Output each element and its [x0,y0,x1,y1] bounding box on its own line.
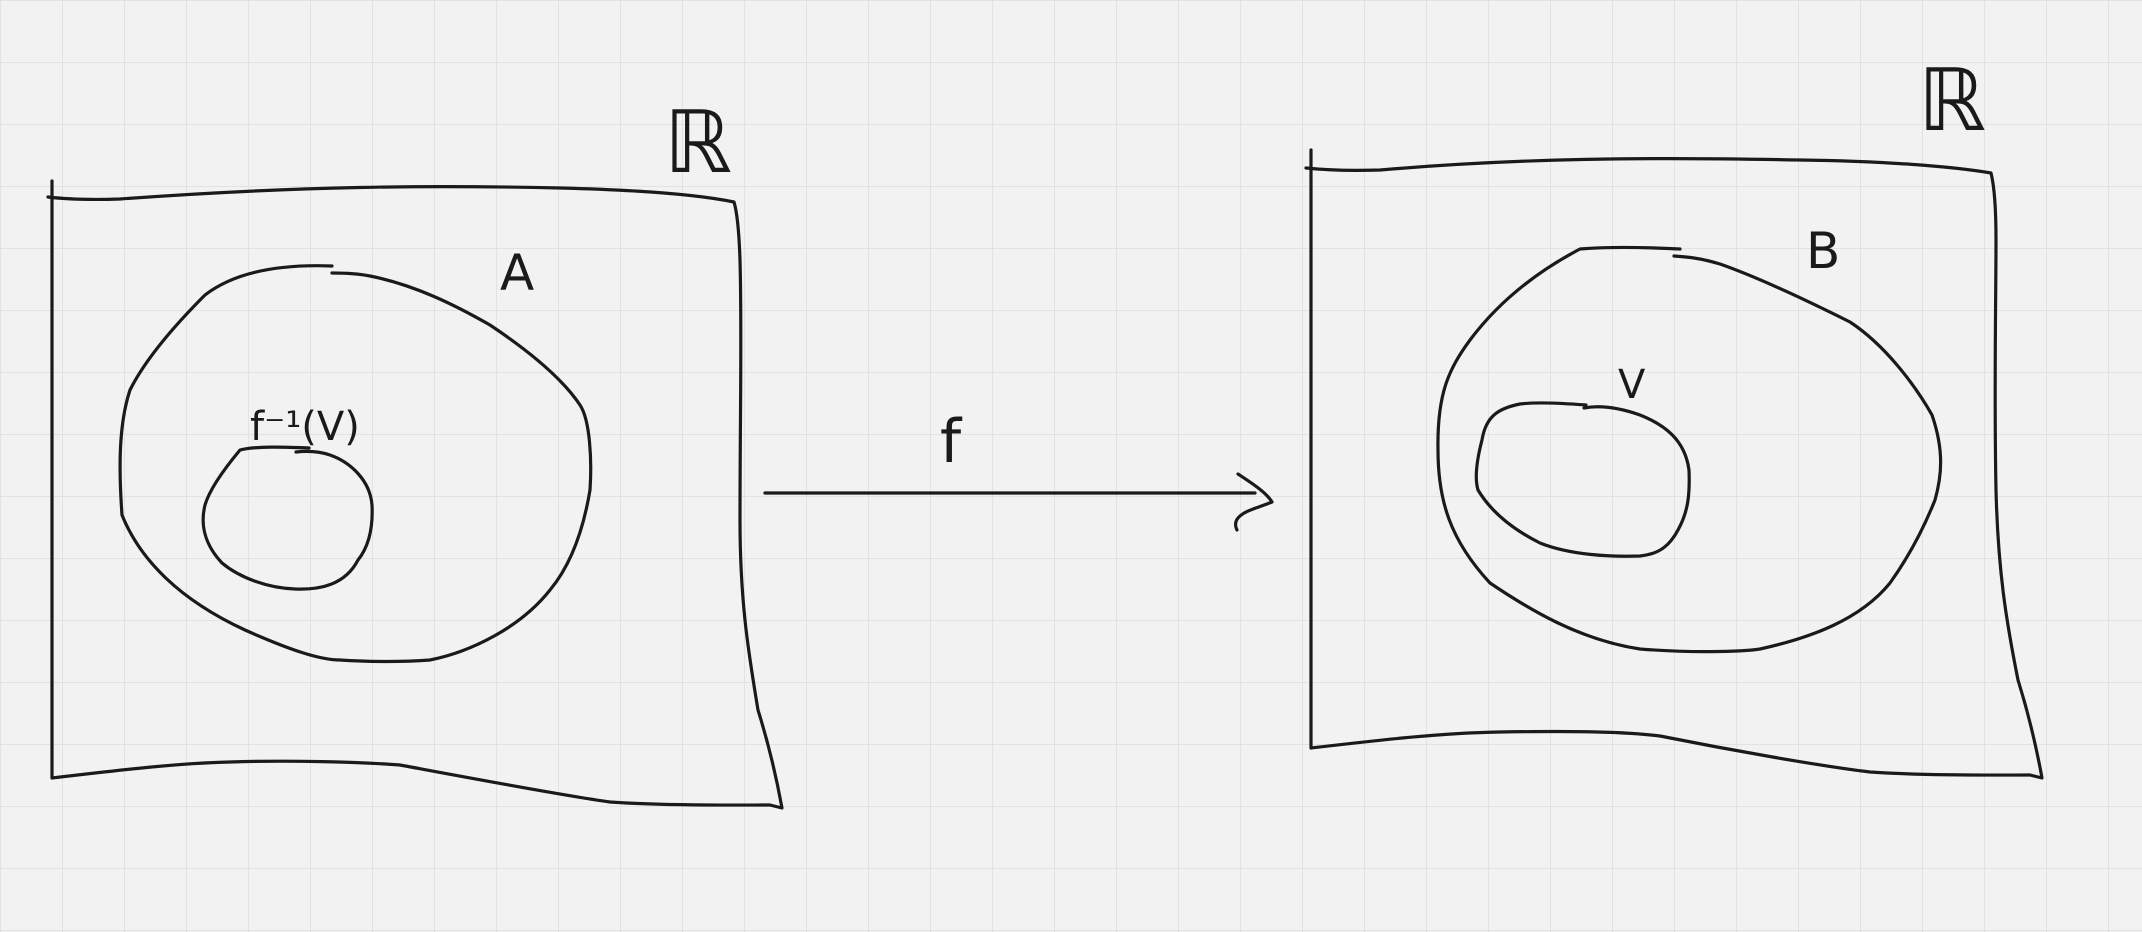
subset-v-boundary [1474,401,1691,558]
preimage-label: f⁻¹(V) [250,404,360,450]
function-arrow: f [763,407,1274,532]
codomain-space: ℝ [1304,51,2044,780]
subset-v-label: V [1618,362,1646,408]
arrow-head [1234,472,1274,532]
codomain-set-b: B [1436,222,1943,654]
subset-v: V [1474,362,1691,558]
set-a-label: A [500,244,534,302]
arrow-shaft [763,491,1257,496]
domain-set-a: A [118,244,593,664]
function-label: f [940,407,963,477]
preimage-set: f⁻¹(V) [201,404,374,591]
domain-space: ℝ [46,93,784,810]
set-b-boundary [1436,245,1943,654]
domain-space-label: ℝ [664,93,732,193]
set-a-boundary [118,264,593,664]
codomain-space-boundary [1304,148,2044,780]
domain-space-boundary [46,179,784,810]
codomain-space-label: ℝ [1918,51,1986,151]
set-b-label: B [1806,222,1840,280]
preimage-boundary [201,445,374,591]
